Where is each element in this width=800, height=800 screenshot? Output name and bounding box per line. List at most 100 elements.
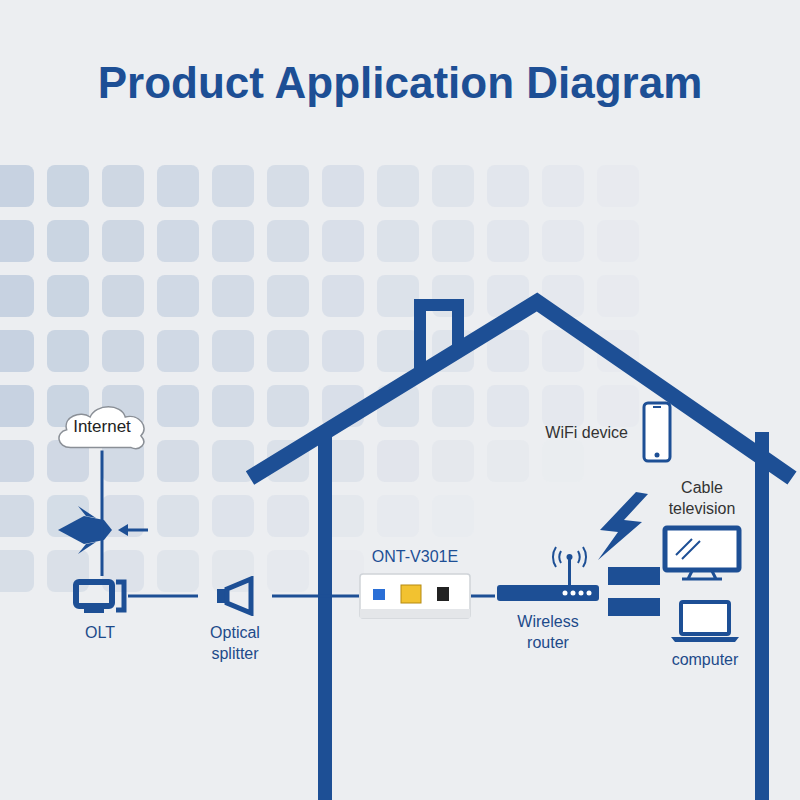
background-tile xyxy=(267,330,309,372)
device-node: Cable television xyxy=(657,477,747,581)
device-icon xyxy=(662,525,742,581)
background-tile xyxy=(597,165,639,207)
background-tile xyxy=(212,440,254,482)
background-tile xyxy=(212,330,254,372)
background-tile xyxy=(157,495,199,537)
node-label: OLT xyxy=(85,622,115,643)
background-tile xyxy=(212,275,254,317)
background-tile xyxy=(487,220,529,262)
background-tile xyxy=(322,220,364,262)
cloud-node: Internet xyxy=(53,400,151,451)
background-tile xyxy=(597,385,639,427)
background-tile xyxy=(322,165,364,207)
background-tile xyxy=(212,495,254,537)
background-tile xyxy=(322,330,364,372)
rocket-fin xyxy=(78,506,96,554)
background-tile xyxy=(157,385,199,427)
background-tile xyxy=(267,495,309,537)
device-node: WiFi device xyxy=(545,401,672,463)
rocket-body xyxy=(58,516,112,544)
background-tile xyxy=(487,440,529,482)
wireless-bolt xyxy=(598,492,648,560)
background-tile xyxy=(377,440,419,482)
house-wall xyxy=(318,432,332,800)
background-tile xyxy=(432,385,474,427)
node-label: WiFi device xyxy=(545,422,628,443)
background-tile xyxy=(102,220,144,262)
background-tile xyxy=(597,220,639,262)
background-tile xyxy=(377,220,419,262)
arrow-head xyxy=(118,524,128,536)
device-node: Optical splitter xyxy=(198,576,272,664)
background-tile xyxy=(47,220,89,262)
background-tile xyxy=(542,440,584,482)
node-label: Internet xyxy=(73,416,131,437)
background-tile xyxy=(0,220,34,262)
device-node: computer xyxy=(669,599,741,670)
device-icon xyxy=(495,543,601,605)
background-tile xyxy=(47,550,89,592)
device-icon xyxy=(359,573,471,619)
background-tile xyxy=(0,440,34,482)
device-node: OLT xyxy=(72,576,128,643)
device-node: ONT-V301E xyxy=(359,546,471,619)
background-tile xyxy=(157,550,199,592)
house-chimney xyxy=(420,305,458,372)
device-icon xyxy=(213,576,257,616)
background-tile xyxy=(157,220,199,262)
background-tile xyxy=(212,220,254,262)
node-label: computer xyxy=(672,649,739,670)
background-tile xyxy=(377,165,419,207)
background-tile xyxy=(47,275,89,317)
background-tile xyxy=(0,165,34,207)
background-tile xyxy=(0,495,34,537)
background-tile xyxy=(47,330,89,372)
background-tile xyxy=(432,165,474,207)
background-tile xyxy=(432,220,474,262)
background-tile xyxy=(322,275,364,317)
background-tile xyxy=(0,385,34,427)
node-label: ONT-V301E xyxy=(372,546,458,567)
background-tile xyxy=(47,165,89,207)
background-tile xyxy=(487,165,529,207)
node-label: Cable television xyxy=(657,477,747,519)
fiber-line xyxy=(101,451,104,577)
background-tile xyxy=(487,385,529,427)
background-tile xyxy=(0,330,34,372)
background-tile xyxy=(212,385,254,427)
background-tile xyxy=(267,220,309,262)
house-outline xyxy=(250,302,792,800)
cable-block xyxy=(608,567,660,585)
node-label: Wireless router xyxy=(506,611,590,653)
title: Product Application Diagram xyxy=(0,58,800,108)
house-wall xyxy=(755,432,769,800)
device-node: Wireless router xyxy=(495,543,601,653)
fiber-line xyxy=(471,595,495,598)
device-icon xyxy=(642,401,672,463)
background-tile xyxy=(267,385,309,427)
background-tile xyxy=(157,440,199,482)
background-tile xyxy=(432,440,474,482)
background-tile xyxy=(542,165,584,207)
background-tile xyxy=(212,165,254,207)
background-tile xyxy=(542,220,584,262)
background-tile xyxy=(157,275,199,317)
background-tile xyxy=(102,275,144,317)
background-tile xyxy=(377,330,419,372)
background-tile xyxy=(542,385,584,427)
node-label: Optical splitter xyxy=(198,622,272,664)
background-tile xyxy=(157,330,199,372)
background-tile xyxy=(102,165,144,207)
background-tile xyxy=(157,165,199,207)
background-tile xyxy=(432,495,474,537)
cloud-outline xyxy=(59,406,144,448)
background-tile xyxy=(267,550,309,592)
background-tile xyxy=(0,275,34,317)
background-tile xyxy=(377,495,419,537)
background-tile xyxy=(267,275,309,317)
cable-block xyxy=(608,598,660,616)
background-tile xyxy=(267,165,309,207)
fiber-line xyxy=(272,595,359,598)
